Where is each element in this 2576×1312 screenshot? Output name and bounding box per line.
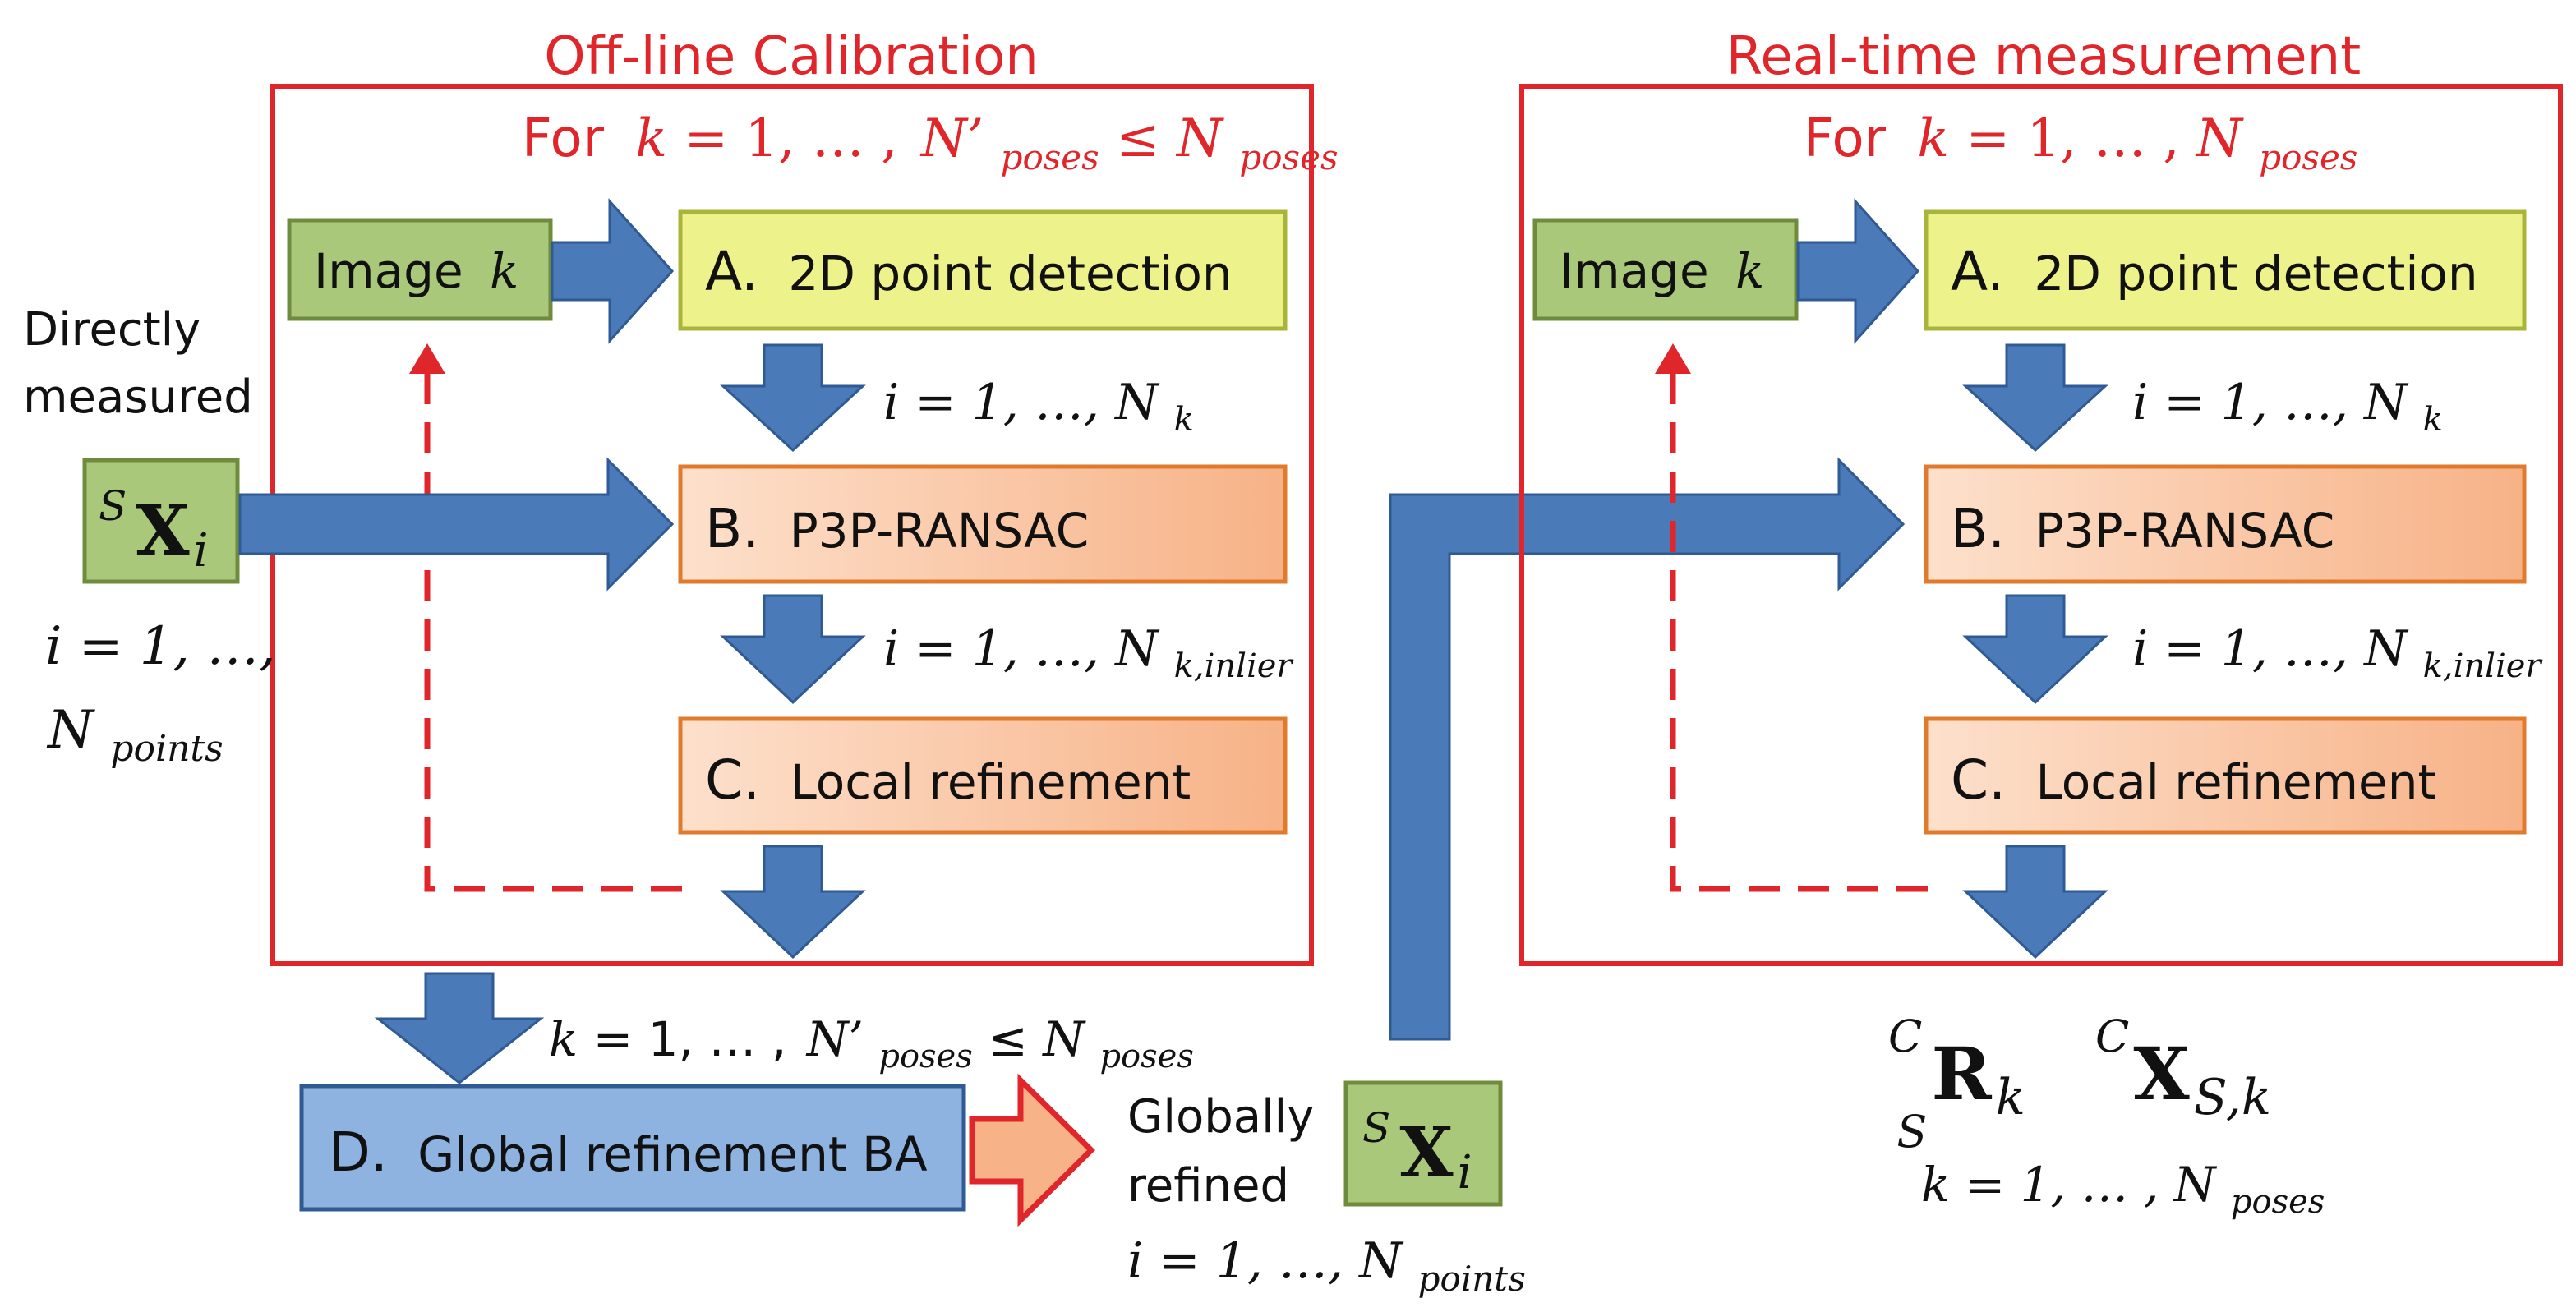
offline-arrow-c-to-output [720, 845, 866, 960]
box-d-global-refinement [299, 1084, 966, 1212]
offline-loop-back-dashed [424, 370, 682, 892]
arrow-refined-to-realtime-b [1389, 457, 1906, 1041]
output-rotation-symbol: C S R k [1888, 1010, 2025, 1158]
refined-label: refined [1127, 1159, 1289, 1213]
realtime-loop-back-arrowhead [1655, 343, 1691, 374]
realtime-loop-back-dashed [1670, 370, 1928, 892]
offline-index-a-b: i = 1, …, N k [883, 374, 1194, 439]
refined-points-symbol: S X i [1362, 1104, 1472, 1199]
realtime-box-b-ransac [1924, 464, 2527, 584]
output-pose-range: k = 1, … , N poses [1921, 1157, 2325, 1221]
offline-loop-back-arrowhead [409, 343, 445, 374]
offline-image-label: Image k [314, 243, 518, 299]
offline-arrow-image-to-a [551, 198, 675, 344]
arrow-measured-to-b [238, 457, 675, 592]
output-poses-section: C S R k C X S,k k = 1, … , N poses [1888, 1010, 2325, 1221]
refined-index-range: i = 1, …, N points [1127, 1232, 1526, 1299]
arrow-d-to-refined [969, 1073, 1095, 1227]
globally-label: Globally [1127, 1090, 1314, 1144]
realtime-box-c-text: C. Local refinement [1951, 748, 2436, 812]
global-pose-range: k = 1, … , N’ poses ≤ N poses [549, 1011, 1194, 1079]
realtime-index-b-c: i = 1, …, N k,inlier [2132, 620, 2543, 685]
realtime-index-a-b: i = 1, …, N k [2132, 374, 2443, 439]
offline-arrow-a-to-b [720, 343, 866, 453]
realtime-arrow-image-to-a [1796, 198, 1920, 344]
directly-label: Directly [23, 303, 200, 357]
realtime-measurement-section: Real-time measurement For k = 1, … , N p… [1519, 26, 2563, 966]
realtime-title: Real-time measurement [1726, 26, 2362, 87]
realtime-image-label: Image k [1560, 243, 1764, 299]
refined-points-box [1343, 1080, 1503, 1207]
offline-calibration-section: Off-line Calibration For k = 1, … , N’ p… [270, 26, 1339, 966]
realtime-box-b-text: B. P3P-RANSAC [1951, 497, 2334, 560]
measured-index-count: N points [46, 700, 223, 770]
offline-box-b-ransac [678, 464, 1288, 584]
realtime-box-a-detection [1924, 209, 2527, 331]
realtime-box-a-text: A. 2D point detection [1951, 240, 2478, 303]
offline-box-a-text: A. 2D point detection [705, 240, 1233, 303]
output-translation-symbol: C X S,k [2095, 1010, 2271, 1126]
realtime-arrow-c-to-output [1962, 845, 2108, 960]
directly-measured-section: Directly measured S X i i = 1, …, N poin… [23, 303, 675, 770]
offline-box-c-local-refinement [678, 716, 1288, 835]
box-d-text: D. Global refinement BA [329, 1121, 928, 1184]
measured-index-range: i = 1, …, [45, 616, 276, 677]
realtime-image-box [1532, 218, 1799, 321]
measured-points-symbol: S X i [99, 482, 209, 578]
global-refinement-section: k = 1, … , N’ poses ≤ N poses D. Global … [299, 457, 1906, 1299]
offline-box-b-text: B. P3P-RANSAC [705, 497, 1089, 560]
realtime-arrow-a-to-b [1962, 343, 2108, 453]
offline-arrow-b-to-c [720, 594, 866, 705]
offline-index-b-c: i = 1, …, N k,inlier [883, 620, 1294, 685]
realtime-box-c-local-refinement [1924, 716, 2527, 835]
realtime-loop-label: For k = 1, … , N poses [1804, 108, 2357, 177]
measured-label: measured [23, 371, 253, 424]
realtime-frame [1519, 84, 2563, 966]
realtime-arrow-b-to-c [1962, 594, 2108, 705]
offline-title: Off-line Calibration [544, 26, 1039, 87]
offline-box-c-text: C. Local refinement [705, 748, 1191, 812]
offline-image-box [287, 218, 553, 321]
arrow-to-global-refinement [374, 972, 545, 1084]
offline-loop-label: For k = 1, … , N’ poses ≤ N poses [522, 108, 1339, 182]
measured-points-box [82, 458, 240, 584]
offline-box-a-detection [678, 209, 1288, 331]
